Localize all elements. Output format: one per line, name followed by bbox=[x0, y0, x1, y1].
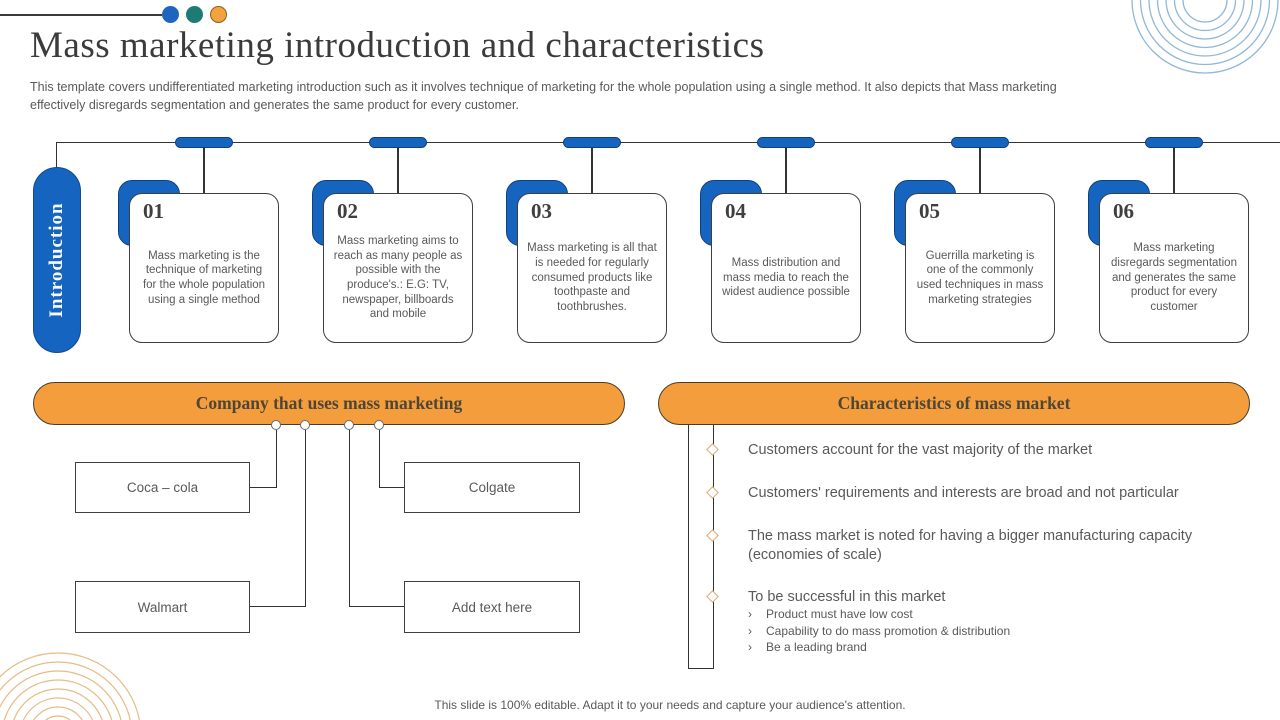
connector-line bbox=[785, 143, 787, 194]
bracket-line bbox=[687, 424, 689, 669]
card-number: 02 bbox=[337, 199, 358, 223]
bullet-item: Customers' requirements and interests ar… bbox=[748, 485, 1179, 501]
bullet-item: The mass market is noted for having a bi… bbox=[748, 528, 1193, 563]
card-number: 04 bbox=[725, 199, 746, 223]
chevron-marker: › bbox=[748, 607, 752, 621]
connector-line bbox=[203, 143, 205, 194]
connector-line bbox=[250, 606, 306, 608]
bracket-line bbox=[688, 668, 714, 670]
company-box-label: Colgate bbox=[468, 480, 516, 495]
card-text: Mass marketing is the technique of marke… bbox=[142, 249, 266, 306]
diamond-bullet-icon bbox=[706, 486, 719, 499]
sub-bullet-text: Be a leading brand bbox=[766, 640, 867, 654]
sub-bullet-list: › Product must have low cost › Capabilit… bbox=[748, 606, 1010, 656]
diamond-bullet-icon bbox=[706, 590, 719, 603]
connector-node bbox=[300, 420, 310, 430]
accent-dot-blue-icon bbox=[162, 6, 179, 23]
connector-pill bbox=[1145, 137, 1203, 148]
intro-label: Introduction bbox=[46, 202, 67, 318]
concentric-circles-top-right bbox=[1131, 0, 1279, 74]
card-text: Mass marketing disregards segmentation a… bbox=[1111, 242, 1237, 314]
card-number: 01 bbox=[143, 199, 164, 223]
numbered-card-01: 01 Mass marketing is the technique of ma… bbox=[129, 193, 279, 343]
connector-line bbox=[250, 487, 277, 489]
spine-drop-intro bbox=[56, 142, 58, 168]
connector-line bbox=[275, 430, 277, 488]
connector-node bbox=[344, 420, 354, 430]
connector-pill bbox=[369, 137, 427, 148]
intro-pill: Introduction bbox=[33, 167, 81, 353]
company-box-label: Walmart bbox=[137, 599, 188, 615]
company-header-pill: Company that uses mass marketing bbox=[33, 382, 625, 425]
concentric-circles-bottom-left bbox=[0, 652, 141, 720]
numbered-card-05: 05 Guerrilla marketing is one of the com… bbox=[905, 193, 1055, 343]
company-box-colgate: Colgate bbox=[404, 462, 580, 513]
connector-line bbox=[591, 143, 593, 194]
connector-pill bbox=[757, 137, 815, 148]
sub-bullet-item: › Product must have low cost bbox=[748, 606, 1010, 623]
accent-dot-orange-icon bbox=[210, 6, 227, 23]
bracket-line bbox=[712, 424, 714, 669]
diamond-bullet-icon bbox=[706, 529, 719, 542]
connector-line bbox=[979, 143, 981, 194]
chevron-marker: › bbox=[748, 623, 752, 638]
numbered-card-04: 04 Mass distribution and mass media to r… bbox=[711, 193, 861, 343]
connector-pill bbox=[951, 137, 1009, 148]
page-title: Mass marketing introduction and characte… bbox=[30, 25, 765, 66]
diamond-bullet-icon bbox=[706, 443, 719, 456]
card-number: 05 bbox=[919, 199, 940, 223]
card-text: Mass marketing aims to reach as many peo… bbox=[333, 234, 463, 321]
card-number: 06 bbox=[1113, 199, 1134, 223]
sub-bullet-item: › Be a leading brand bbox=[748, 639, 1010, 656]
connector-line bbox=[348, 430, 350, 607]
connector-line bbox=[1173, 143, 1175, 194]
company-header-label: Company that uses mass marketing bbox=[195, 393, 463, 413]
card-text: Mass marketing is all that is needed for… bbox=[527, 242, 657, 314]
connector-node bbox=[374, 420, 384, 430]
sub-bullet-text: Product must have low cost bbox=[766, 607, 913, 621]
header-rule-line bbox=[0, 14, 162, 16]
numbered-card-03: 03 Mass marketing is all that is needed … bbox=[517, 193, 667, 343]
company-box-add-text[interactable]: Add text here bbox=[404, 581, 580, 633]
characteristics-header-label: Characteristics of mass market bbox=[837, 393, 1071, 413]
sub-bullet-text: Capability to do mass promotion & distri… bbox=[766, 623, 1011, 638]
characteristics-header-pill: Characteristics of mass market bbox=[658, 382, 1250, 425]
sub-bullet-item: › Capability to do mass promotion & dist… bbox=[748, 623, 1010, 640]
chevron-marker: › bbox=[748, 640, 752, 654]
connector-pill bbox=[563, 137, 621, 148]
bullet-item: Customers account for the vast majority … bbox=[748, 442, 1093, 458]
connector-line bbox=[379, 487, 404, 489]
accent-dot-teal-icon bbox=[186, 6, 203, 23]
numbered-card-02: 02 Mass marketing aims to reach as many … bbox=[323, 193, 473, 343]
page-subtitle: This template covers undifferentiated ma… bbox=[30, 80, 1057, 113]
company-box-walmart: Walmart bbox=[75, 581, 250, 633]
connector-line bbox=[378, 430, 380, 488]
numbered-card-06: 06 Mass marketing disregards segmentatio… bbox=[1099, 193, 1249, 343]
connector-node bbox=[271, 420, 281, 430]
spine-line bbox=[56, 142, 1280, 144]
card-number: 03 bbox=[531, 199, 552, 223]
connector-line bbox=[304, 430, 306, 607]
connector-pill bbox=[175, 137, 233, 148]
company-box-label: Add text here bbox=[451, 599, 533, 615]
company-box-coca-cola: Coca – cola bbox=[75, 462, 250, 513]
card-text: Guerrilla marketing is one of the common… bbox=[916, 249, 1044, 306]
company-box-label: Coca – cola bbox=[126, 480, 199, 495]
connector-line bbox=[349, 606, 404, 608]
footer-note: This slide is 100% editable. Adapt it to… bbox=[434, 698, 906, 712]
bullet-item: To be successful in this market bbox=[748, 589, 946, 605]
connector-line bbox=[397, 143, 399, 194]
card-text: Mass distribution and mass media to reac… bbox=[722, 256, 850, 299]
